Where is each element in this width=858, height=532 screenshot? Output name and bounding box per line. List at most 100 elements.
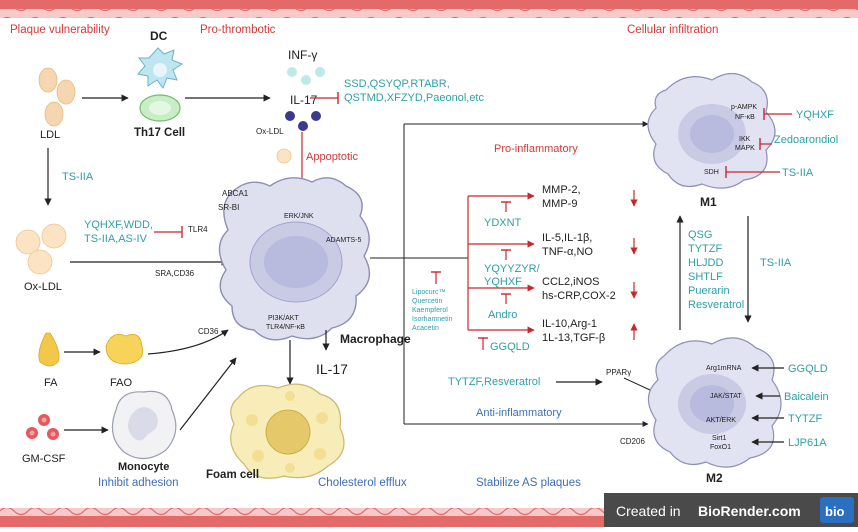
erk-jnk-label: ERK/JNK — [284, 213, 314, 220]
il5-line1: IL-5,IL-1β, — [542, 232, 592, 244]
th17-label: Th17 Cell — [134, 127, 185, 139]
m1-ts-iia-label: TS-IIA — [782, 167, 814, 179]
monocyte-label: Monocyte — [118, 461, 169, 473]
polarization-drug-list: QSG TYTZF HLJDD SHTLF Puerarin Resveratr… — [688, 229, 744, 311]
vessel-wall-bottom — [0, 508, 858, 527]
ts-iia-left-label: TS-IIA — [62, 171, 94, 183]
kaempferol-item: Kaempferol — [412, 307, 448, 314]
ydxnt-label: YDXNT — [484, 217, 522, 229]
m1-yqhxf-inhibit — [763, 108, 792, 120]
biorender-logo-text: bio — [825, 504, 845, 519]
il17-dots-icon — [285, 111, 321, 131]
lipocurc-inhibit-symbol — [431, 271, 441, 284]
tlr4-nfkb-label: TLR4/NF-κB — [266, 324, 305, 331]
ljp61a-label: LJP61A — [788, 437, 827, 449]
th17-cell-icon — [139, 94, 181, 122]
tytzf-resveratrol-label: TYTZF,Resveratrol — [448, 376, 540, 388]
ldl-label: LDL — [40, 129, 60, 141]
acacetin-item: Acacetin — [412, 325, 439, 332]
cd36-label: CD36 — [198, 327, 219, 336]
ox-ldl-particles-icon — [15, 223, 67, 275]
dc-label: DC — [150, 29, 168, 43]
tytzf-item: TYTZF — [688, 243, 722, 255]
quercetin-item: Quercetin — [412, 298, 442, 305]
andro-label: Andro — [488, 309, 517, 321]
ikk-label: IKK — [739, 136, 751, 143]
il17-top-label: IL-17 — [290, 93, 318, 107]
lipocurc-list: Lipocurc™ Quercetin Kaempferol Isorhamne… — [412, 289, 453, 332]
ppar-connector-line — [623, 377, 651, 391]
m1-ts-iia-inhibit — [725, 166, 780, 178]
ox-ldl-small-label: Ox-LDL — [256, 127, 284, 136]
il10-line2: 1L-13,TGF-β — [542, 332, 605, 344]
foam-cell-label: Foam cell — [206, 469, 259, 481]
puerarin-item: Puerarin — [688, 285, 730, 297]
il5-line2: TNF-α,NO — [542, 246, 593, 258]
ppar-gamma-label: PPARγ — [606, 368, 631, 377]
monocyte-icon — [111, 390, 177, 460]
watermark-brand: BioRender.com — [698, 503, 801, 519]
fao-to-macrophage-arrow — [147, 329, 229, 355]
andro-inhibit-symbol — [501, 293, 511, 304]
ggqld-mid-inhibit-symbol — [478, 337, 488, 350]
il17-bottom-label: IL-17 — [316, 361, 348, 377]
foam-cell-icon — [230, 383, 345, 479]
adamts5-label: ADAMTS-5 — [326, 237, 362, 244]
foxo1-label: FoxO1 — [710, 444, 731, 451]
fa-label: FA — [44, 377, 58, 389]
isorhamnetin-item: Isorhamnetin — [412, 316, 453, 323]
resveratrol-item: Resveratrol — [688, 299, 744, 311]
mapk-label: MAPK — [735, 145, 755, 152]
jak-stat-label: JAK/STAT — [710, 393, 742, 400]
hljdd-item: HLJDD — [688, 257, 724, 269]
ggqld-mid-label: GGQLD — [490, 341, 530, 353]
ssd-inhibitor-line1: SSD,QSYQP,RTABR, — [344, 78, 450, 90]
cd206-label: CD206 — [620, 437, 645, 446]
m1-nfkb-label: NF-κB — [735, 114, 755, 121]
qsg-item: QSG — [688, 229, 712, 241]
anti-inflammatory-label: Anti-inflammatory — [476, 407, 562, 419]
vessel-wall-top — [0, 0, 858, 18]
watermark-created-in: Created in — [616, 503, 681, 519]
cholesterol-efflux-label: Cholesterol efflux — [318, 477, 407, 489]
monocyte-to-macrophage-arrow — [179, 357, 237, 431]
sirt1-label: Sirt1 — [712, 435, 727, 442]
stabilize-plaques-label: Stabilize AS plaques — [476, 477, 581, 489]
mmp-line2: MMP-9 — [542, 198, 577, 210]
mmp-line1: MMP-2, — [542, 184, 581, 196]
fao-label: FAO — [110, 377, 132, 389]
pro-inflammatory-label: Pro-inflammatory — [494, 143, 578, 155]
yqyyzyr-line1: YQYYZYR/ — [484, 263, 541, 275]
appoptotic-label: Appoptotic — [306, 151, 358, 163]
akt-erk-label: AKT/ERK — [706, 417, 736, 424]
m1-zedoarondiol-inhibit — [759, 138, 772, 150]
baicalein-label: Baicalein — [784, 391, 829, 403]
biorender-watermark: Created in BioRender.com bio — [604, 493, 858, 527]
marker-branch-lines — [467, 192, 535, 334]
inhibit-adhesion-label: Inhibit adhesion — [98, 477, 179, 489]
m1-yqhxf-label: YQHXF — [796, 109, 834, 121]
ydxnt-inhibit-symbol — [501, 201, 511, 212]
polarization-ts-iia-label: TS-IIA — [760, 257, 792, 269]
fa-drop-icon — [38, 332, 60, 367]
plaque-vulnerability-label: Plaque vulnerability — [10, 24, 110, 36]
ldl-particles-icon — [38, 67, 76, 127]
inf-gamma-label: INF-γ — [288, 48, 317, 62]
pi3k-akt-label: PI3K/AKT — [268, 315, 299, 322]
inf-gamma-dots-icon — [287, 67, 325, 85]
gm-csf-cells-icon — [26, 414, 59, 440]
yqyyzyr-line2: YQHXF — [484, 276, 522, 288]
lipocurc-item: Lipocurc™ — [412, 289, 445, 296]
pro-thrombotic-label: Pro-thrombotic — [200, 24, 276, 36]
yqyyzyr-inhibit-symbol — [501, 249, 511, 260]
shtlf-item: SHTLF — [688, 271, 723, 283]
m1-cell-icon — [647, 72, 776, 189]
il10-line1: IL-10,Arg-1 — [542, 318, 597, 330]
gm-csf-label: GM-CSF — [22, 453, 66, 465]
cellular-infiltration-label: Cellular infiltration — [627, 24, 718, 36]
fao-blob-icon — [105, 333, 144, 365]
yqhxf-inhibitor-line1: YQHXF,WDD, — [84, 219, 153, 231]
m1-label: M1 — [700, 195, 717, 209]
